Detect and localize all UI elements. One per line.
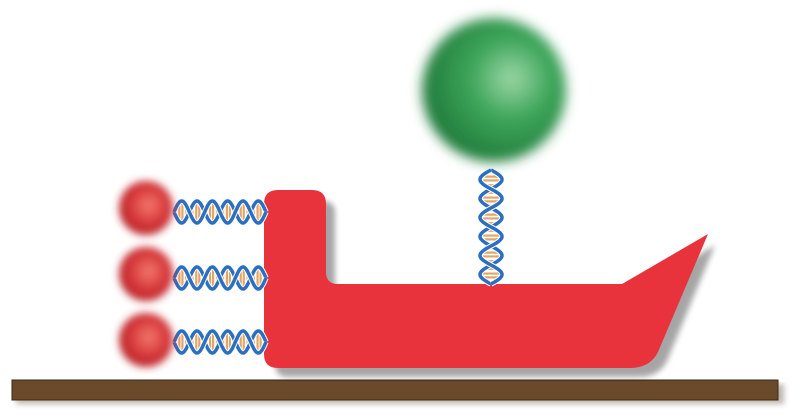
red-sphere-2 [119,247,173,301]
backbone-strand [478,168,504,286]
boat [264,190,708,368]
green-sphere [422,18,566,162]
backbone-strand [172,329,268,355]
dna-linker-2 [171,264,269,292]
backbone-strand [172,265,268,291]
dna-linker-1 [171,198,269,226]
red-sphere-3 [119,313,173,367]
spheres [119,18,566,367]
dna-linkers [171,167,505,356]
platform [11,379,779,401]
dna-linker-3 [171,328,269,356]
dna-linker-green [477,167,505,287]
red-sphere-1 [119,181,173,235]
backbone-strand [172,199,268,225]
